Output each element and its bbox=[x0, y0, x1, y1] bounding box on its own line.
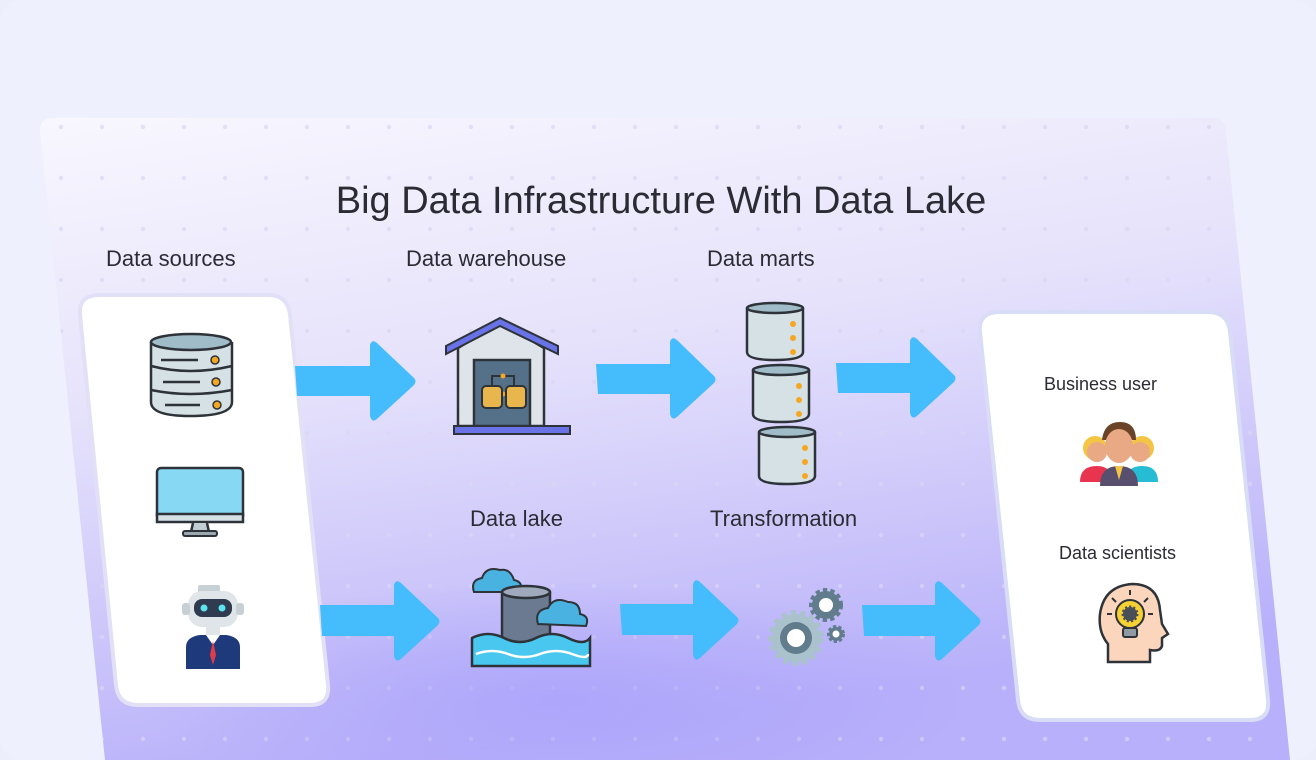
label-data-marts: Data marts bbox=[707, 246, 815, 271]
label-data-lake: Data lake bbox=[470, 506, 563, 531]
gears-icon bbox=[768, 588, 845, 666]
arrow-lake-to-transformation bbox=[620, 580, 739, 660]
label-business-user: Business user bbox=[1044, 374, 1158, 394]
monitor-icon bbox=[155, 466, 245, 537]
team-icon bbox=[1080, 422, 1158, 486]
arrow-transformation-to-scientists bbox=[862, 581, 981, 661]
label-transformation: Transformation bbox=[710, 506, 858, 531]
arrow-sources-to-warehouse bbox=[295, 341, 416, 421]
arrow-warehouse-to-marts bbox=[596, 338, 716, 419]
label-data-sources: Data sources bbox=[106, 246, 236, 271]
server-stack-icon bbox=[745, 301, 817, 486]
label-data-scientists: Data scientists bbox=[1059, 543, 1177, 563]
arrow-sources-to-lake bbox=[320, 581, 440, 661]
arrow-marts-to-users bbox=[836, 337, 956, 418]
database-icon bbox=[149, 332, 234, 418]
consumers-card bbox=[977, 310, 1271, 722]
page-title: Big Data Infrastructure With Data Lake bbox=[335, 180, 987, 222]
label-data-warehouse: Data warehouse bbox=[406, 246, 567, 271]
warehouse-icon bbox=[445, 316, 571, 435]
head-bulb-icon bbox=[1098, 582, 1170, 664]
robot-icon bbox=[182, 585, 244, 669]
data-lake-icon bbox=[470, 568, 592, 668]
